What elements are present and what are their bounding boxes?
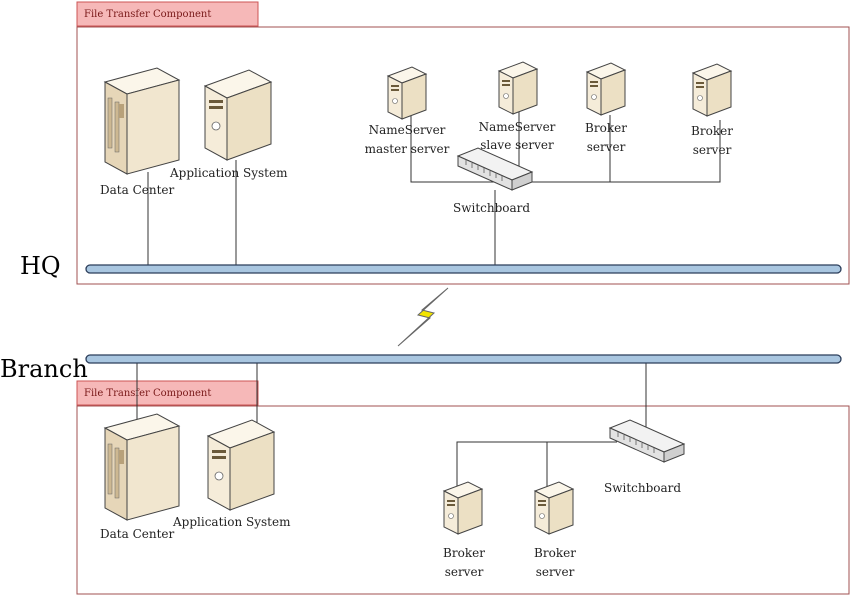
branch-application-system-icon — [207, 419, 275, 511]
hq-nameserver-slave-label-2: slave server — [480, 138, 554, 152]
branch-server-bus — [456, 441, 617, 490]
branch-broker-1-label-2: server — [445, 565, 484, 579]
hq-site-label: HQ — [20, 252, 61, 280]
wan-lightning-icon — [397, 287, 449, 347]
hq-switchboard-label: Switchboard — [453, 201, 530, 215]
hq-broker-2-label-2: server — [693, 143, 732, 157]
hq-server-bus — [410, 112, 721, 183]
hq-data-center-label: Data Center — [100, 183, 175, 197]
branch-switchboard-icon — [609, 419, 685, 463]
branch-frame — [76, 405, 850, 595]
branch-component-tab: File Transfer Component — [76, 380, 259, 406]
branch-broker-2-label-2: server — [536, 565, 575, 579]
hq-switchboard-icon — [457, 147, 533, 191]
hq-nameserver-slave-label-1: NameServer — [479, 120, 556, 134]
branch-broker-2-label-1: Broker — [534, 546, 576, 560]
hq-frame — [76, 26, 850, 285]
hq-network-bus — [85, 264, 842, 274]
hq-application-system-label: Application System — [169, 166, 288, 180]
hq-component-label: File Transfer Component — [84, 9, 211, 20]
branch-component-label: File Transfer Component — [84, 388, 211, 399]
branch-site-label: Branch — [0, 355, 88, 383]
branch-network-bus — [85, 354, 842, 364]
hq-broker-2-label-1: Broker — [691, 124, 733, 138]
hq-broker-1-label-1: Broker — [585, 121, 627, 135]
hq-application-system-icon — [204, 69, 272, 161]
branch-data-center-icon — [104, 413, 180, 521]
hq-broker-2-icon — [692, 63, 732, 117]
hq-broker-1-icon — [586, 62, 626, 116]
branch-application-system-label: Application System — [172, 515, 291, 529]
hq-nameserver-master-label-2: master server — [365, 142, 450, 156]
branch-data-center-label: Data Center — [100, 527, 175, 541]
branch-switchboard-label: Switchboard — [604, 481, 681, 495]
hq-component-tab: File Transfer Component — [76, 1, 259, 27]
hq-nameserver-master-label-1: NameServer — [369, 123, 446, 137]
branch-broker-2-icon — [534, 481, 574, 535]
hq-data-center-icon — [104, 67, 180, 175]
branch-broker-1-label-1: Broker — [443, 546, 485, 560]
hq-nameserver-slave-icon — [498, 61, 538, 115]
branch-broker-1-icon — [443, 481, 483, 535]
hq-broker-1-label-2: server — [587, 140, 626, 154]
hq-nameserver-master-icon — [387, 66, 427, 120]
